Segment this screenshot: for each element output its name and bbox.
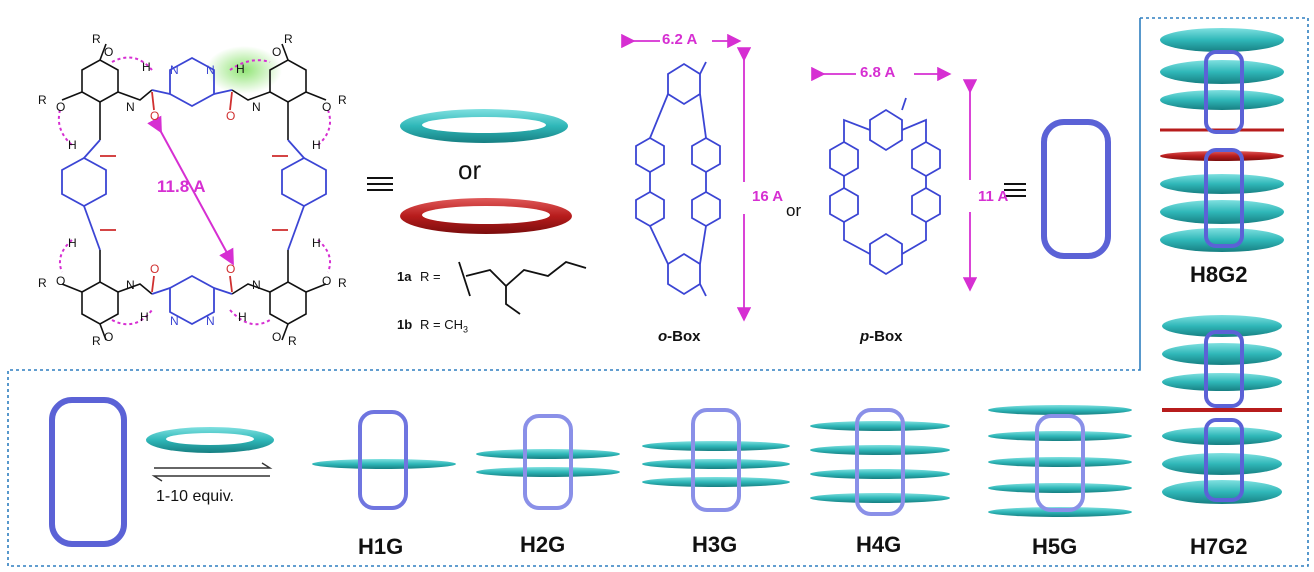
stack-h7g2 [1162,315,1282,504]
atom-o-label: O [104,330,114,344]
stack-h7g2-label: H7G2 [1190,534,1248,559]
atom-o-label: O [272,45,282,59]
p-box-name: p-Box [860,328,903,345]
atom-o-carbonyl-label: O [226,109,236,123]
atom-n-label: N [206,314,215,328]
substituent-1b-eq: R = CH3 [420,317,468,335]
atom-o-carbonyl-label: O [226,262,236,276]
atom-o-label: O [322,274,332,288]
complex-h2g [476,414,620,510]
substituent-1a-eq: R = [420,269,441,284]
atom-r-label: R [338,276,347,290]
atom-n-label: N [252,100,261,114]
atom-h-label: H [312,236,321,250]
atom-n-label: N [170,63,179,77]
distance-arrow [147,115,234,266]
complex-label-h2g: H2G [520,532,566,557]
box-cartoon-top [1041,119,1111,259]
p-box-dimensions [811,66,978,292]
guest-ring [146,427,274,453]
or-label: or [458,155,482,185]
atom-o-carbonyl-label: O [150,262,160,276]
p-box-structure [829,97,941,276]
complex-label-h3g: H3G [692,532,738,557]
atom-r-label: R [38,93,47,107]
atom-r-label: R [92,334,101,348]
macrocycle-distance-label: 11.8 A [157,177,206,196]
ethylhexyl-skeleton [458,261,587,315]
atom-o-label: O [272,330,282,344]
atom-r-label: R [92,32,101,46]
atom-h-label: H [312,138,321,152]
ring-teal-large [400,109,568,143]
atom-r-label: R [284,32,293,46]
atom-o-label: O [322,100,332,114]
substituent-1a-label: 1a [397,269,412,284]
atom-h-label: H [236,62,245,76]
complex-h4g [810,408,950,516]
complex-label-h4g: H4G [856,532,902,557]
atom-n-label: N [126,100,135,114]
equilibrium-label: 1-10 equiv. [156,488,234,505]
o-box-dimensions [621,33,752,322]
substituent-1b-label: 1b [397,317,413,332]
atom-n-label: N [206,63,215,77]
atom-n-label: N [126,278,135,292]
o-box-width-label: 6.2 A [662,31,698,48]
atom-h-label: H [140,310,149,324]
atom-h-label: H [68,138,77,152]
atom-o-label: O [56,274,66,288]
box-or-label: or [786,201,802,220]
hydrogen-bonds [57,56,331,326]
stack-h8g2-label: H8G2 [1190,262,1248,287]
atom-n-label: N [252,278,261,292]
atom-h-label: H [142,60,151,74]
atom-h-label: H [238,310,247,324]
complex-h5g [988,405,1132,517]
atom-h-label: H [68,236,77,250]
atom-n-label: N [170,314,179,328]
ring-red-large [400,198,572,234]
atom-r-label: R [288,334,297,348]
complex-label-h1g: H1G [358,534,404,559]
p-box-height-label: 11 A [978,188,1009,205]
equivalence-sign [367,177,393,191]
atom-o-label: O [104,45,114,59]
complex-label-h5g: H5G [1032,534,1078,559]
o-box-height-label: 16 A [752,188,784,205]
host-box [49,397,127,547]
atom-o-carbonyl-label: O [150,109,160,123]
highlight-glow [206,46,282,94]
complex-h1g [312,410,456,510]
o-box-name: o-Box [658,328,701,345]
atom-r-label: R [338,93,347,107]
p-box-width-label: 6.8 A [860,64,896,81]
macrocycle-structure [57,43,331,341]
atom-r-label: R [38,276,47,290]
equivalence-sign-2 [1004,183,1026,197]
atom-o-label: O [56,100,66,114]
equilibrium-arrows [151,462,273,482]
panel-borders [7,17,1309,567]
stack-h8g2 [1160,28,1284,252]
o-box-structure [635,61,721,297]
complex-h3g [642,408,790,512]
